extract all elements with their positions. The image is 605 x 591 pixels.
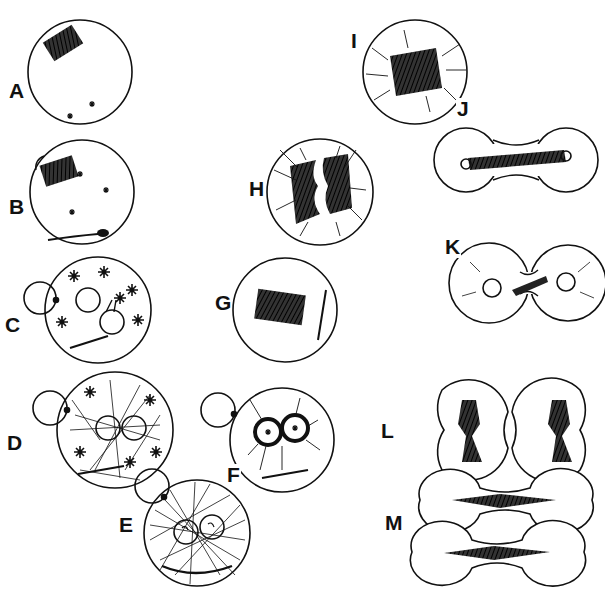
panel-letter: D bbox=[6, 432, 23, 454]
panel-letter: A bbox=[8, 80, 25, 102]
panel-letter: C bbox=[4, 314, 21, 336]
panel-letter: E bbox=[118, 514, 134, 536]
panel-letter: M bbox=[384, 512, 404, 534]
panel-letter: G bbox=[214, 292, 232, 314]
panel-letter: I bbox=[350, 30, 358, 52]
panel-letter: H bbox=[248, 178, 265, 200]
panel-letter: J bbox=[456, 98, 470, 120]
panel-letter: L bbox=[380, 420, 395, 442]
panel-letter: B bbox=[8, 196, 25, 218]
panel-letter: K bbox=[444, 236, 461, 258]
panel-letter: F bbox=[226, 464, 241, 486]
